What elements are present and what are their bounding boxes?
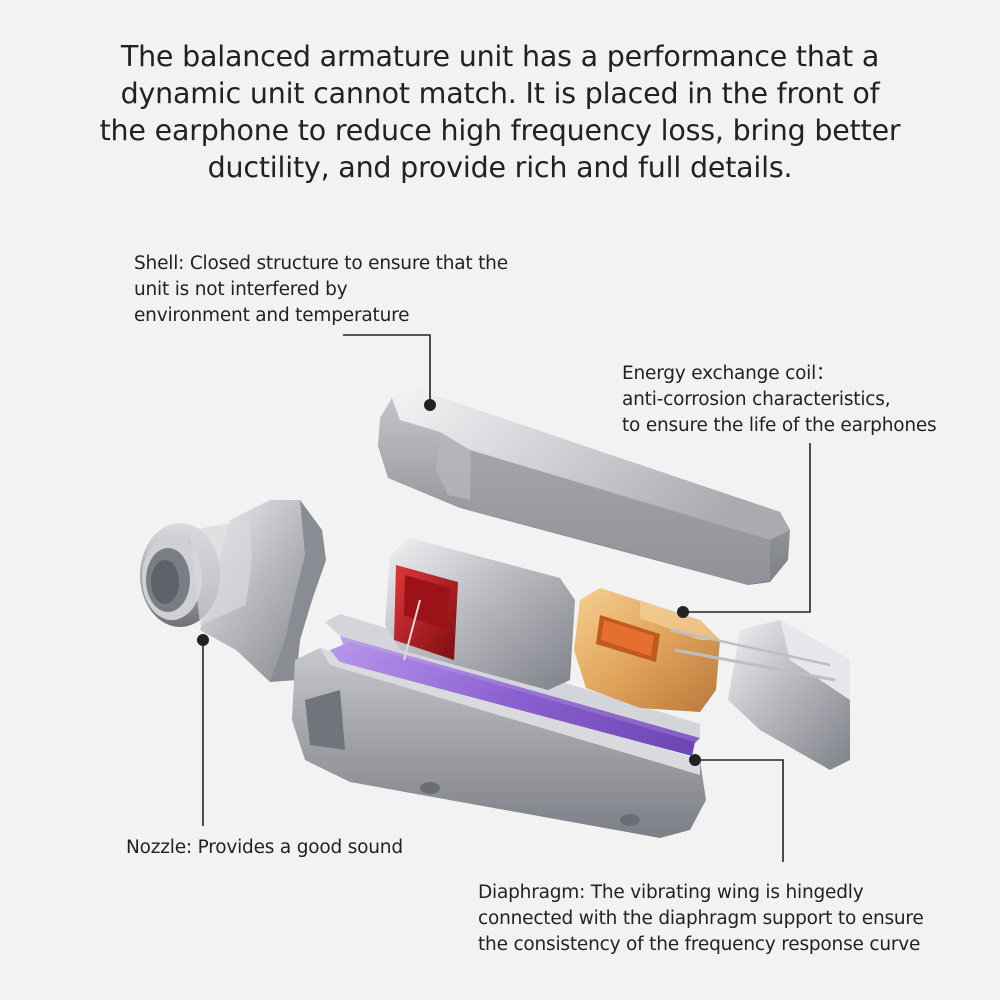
coil-leader-line [683, 443, 811, 613]
callout-line: to ensure the life of the earphones [622, 415, 937, 436]
callout-line: unit is not interfered by [134, 279, 348, 300]
headline-line: dynamic unit cannot match. It is placed … [120, 77, 880, 110]
energy-coil-part [574, 588, 720, 712]
callout-line: anti-corrosion characteristics, [622, 389, 891, 410]
headline: The balanced armature unit has a perform… [60, 38, 940, 186]
magnet-block-part [385, 538, 575, 690]
callout-line: connected with the diaphragm support to … [478, 908, 924, 929]
diaphragm-callout: Diaphragm: The vibrating wing is hingedl… [478, 880, 924, 958]
shell-leader-line [343, 334, 431, 405]
headline-line: ductility, and provide rich and full det… [207, 151, 793, 184]
callout-line: Diaphragm: The vibrating wing is hingedl… [478, 882, 864, 903]
callout-line: Nozzle: Provides a good sound [126, 837, 403, 858]
shell-part [378, 390, 790, 585]
coil-callout: Energy exchange coil： anti-corrosion cha… [622, 361, 937, 439]
nozzle-part [140, 500, 326, 682]
headline-line: the earphone to reduce high frequency lo… [99, 114, 901, 147]
leader-lines [202, 334, 811, 862]
terminal-part [669, 620, 850, 770]
callout-line: the consistency of the frequency respons… [478, 934, 921, 955]
callout-line: Energy exchange coil： [622, 363, 835, 384]
callout-line: Shell: Closed structure to ensure that t… [134, 253, 508, 274]
diaphragm-leader-line [695, 759, 784, 862]
headline-line: The balanced armature unit has a perform… [120, 40, 880, 73]
leader-dots [197, 399, 701, 766]
callout-line: environment and temperature [134, 305, 410, 326]
shell-callout: Shell: Closed structure to ensure that t… [134, 251, 508, 329]
nozzle-callout: Nozzle: Provides a good sound [126, 835, 403, 861]
